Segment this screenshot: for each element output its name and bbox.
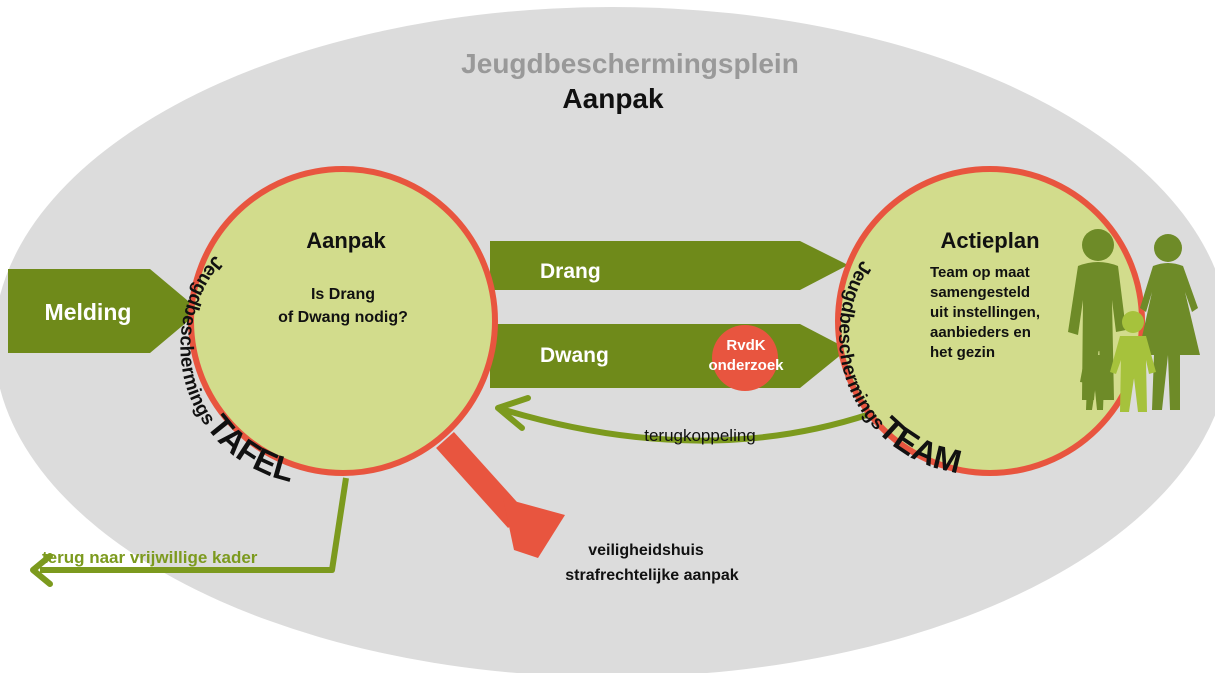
team-desc-line5: het gezin	[930, 344, 995, 361]
rvdk-line1: RvdK	[726, 337, 765, 354]
rvdk-line2: onderzoek	[708, 357, 784, 374]
terugkoppeling-label: terugkoppeling	[644, 426, 756, 445]
drang-label: Drang	[540, 260, 601, 283]
vrijwillig-label: terug naar vrijwillige kader	[42, 548, 258, 567]
melding-label: Melding	[45, 299, 132, 325]
team-desc-line2: samengesteld	[930, 284, 1030, 301]
dwang-label: Dwang	[540, 344, 609, 367]
team-desc-line4: aanbieders en	[930, 324, 1031, 341]
vrijwillig-arrow	[30, 477, 349, 587]
tafel-circle	[188, 166, 498, 476]
melding-arrow	[8, 269, 200, 353]
team-desc-line1: Team op maat	[930, 264, 1030, 281]
terugkoppeling-arrow	[495, 395, 871, 444]
tafel-question-line1: Is Drang	[311, 286, 375, 303]
tafel-question-line2: of Dwang nodig?	[278, 309, 408, 326]
veiligheidshuis-line2: strafrechtelijke aanpak	[565, 567, 739, 584]
tafel-heading: Aanpak	[306, 228, 386, 253]
plein-subtitle: Aanpak	[562, 83, 664, 114]
team-heading: Actieplan	[940, 228, 1039, 253]
plein-title: Jeugdbeschermingsplein	[461, 48, 799, 79]
team-desc-line3: uit instellingen,	[930, 304, 1040, 321]
veiligheidshuis-line1: veiligheidshuis	[588, 542, 704, 559]
drang-arrow	[490, 241, 848, 290]
rvdk-badge	[712, 325, 778, 391]
family-silhouette-icon	[1068, 229, 1200, 412]
veiligheidshuis-arrow	[436, 431, 565, 558]
